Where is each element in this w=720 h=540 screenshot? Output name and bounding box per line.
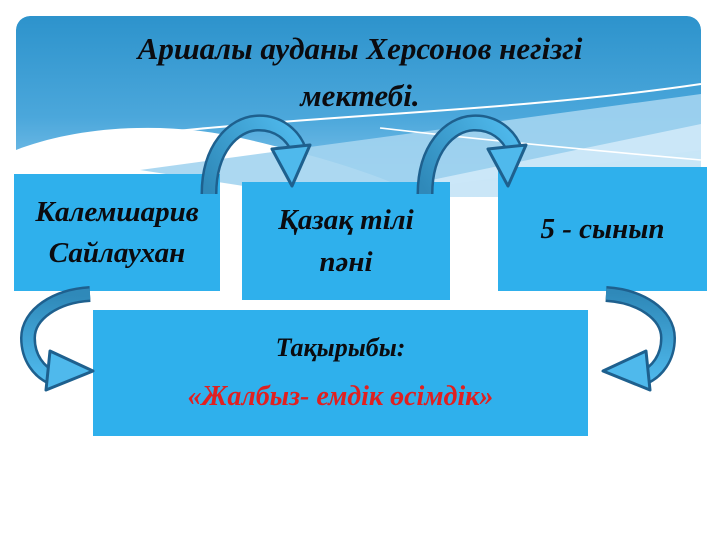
- slide-title-line2: мектебі.: [300, 77, 420, 113]
- subject-line2: пәні: [319, 246, 373, 278]
- curved-arrow-grade-to-topic-icon: [601, 286, 677, 392]
- topic-heading: Тақырыбы:: [275, 333, 406, 362]
- author-box: Калемшарив Сайлаухан: [14, 174, 220, 291]
- subject-line1: Қазақ тілі: [278, 203, 414, 236]
- slide-title-line1: Аршалы ауданы Херсонов негізгі: [137, 31, 583, 66]
- author-name-line1: Калемшарив: [35, 196, 199, 229]
- curved-arrow-author-to-topic-icon: [19, 286, 95, 392]
- topic-box: Тақырыбы: «Жалбыз- емдік өсімдік»: [93, 310, 588, 436]
- grade-label: 5 - сынып: [540, 212, 665, 245]
- slide-title: Аршалы ауданы Херсонов негізгі мектебі.: [40, 26, 680, 119]
- author-name-line2: Сайлаухан: [48, 236, 186, 269]
- wave-line: [16, 83, 701, 153]
- subject-box: Қазақ тілі пәні: [242, 182, 450, 300]
- grade-box: 5 - сынып: [498, 167, 707, 291]
- topic-title: «Жалбыз- емдік өсімдік»: [187, 381, 494, 412]
